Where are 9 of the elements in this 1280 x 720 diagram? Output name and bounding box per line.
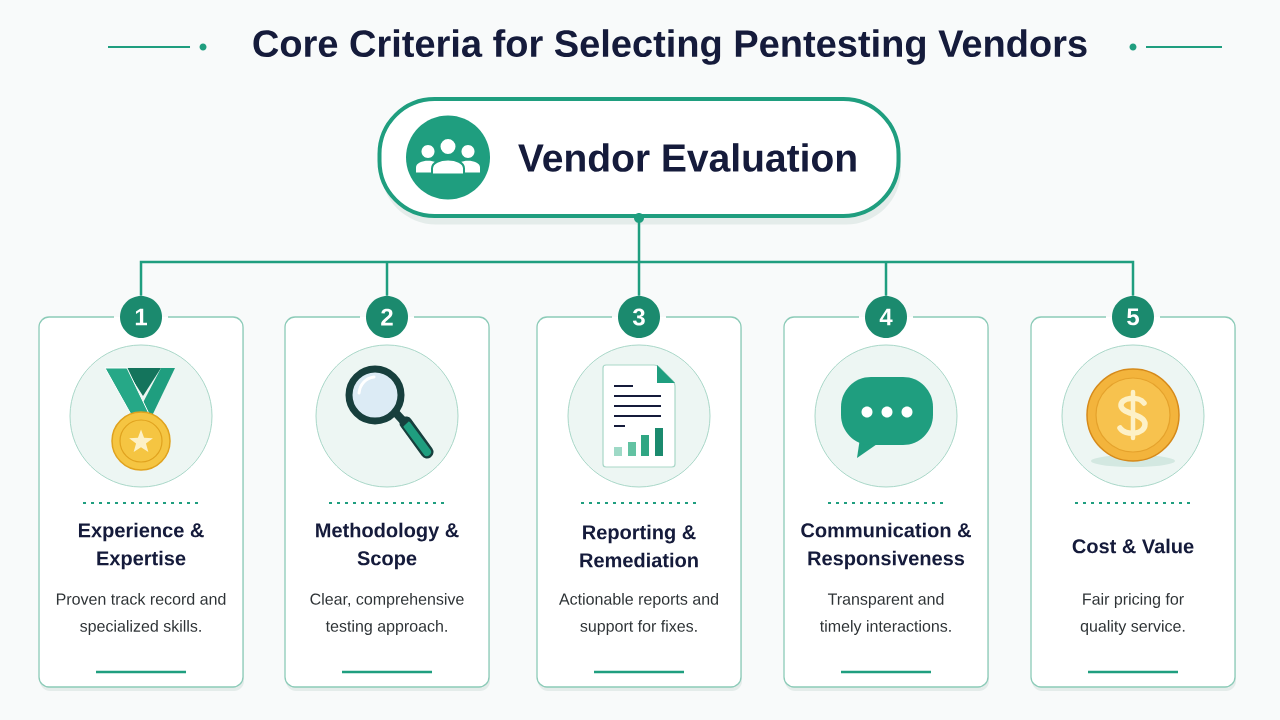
connector-line (886, 260, 1135, 296)
connector-line (637, 262, 641, 296)
connector-line (387, 260, 639, 264)
connector-line (385, 262, 389, 296)
title: Core Criteria for Selecting Pentesting Vendors (253, 29, 1087, 65)
connector-line (884, 262, 888, 296)
connector-line (639, 260, 886, 264)
connector-line (637, 223, 641, 262)
connector-line (139, 260, 387, 296)
